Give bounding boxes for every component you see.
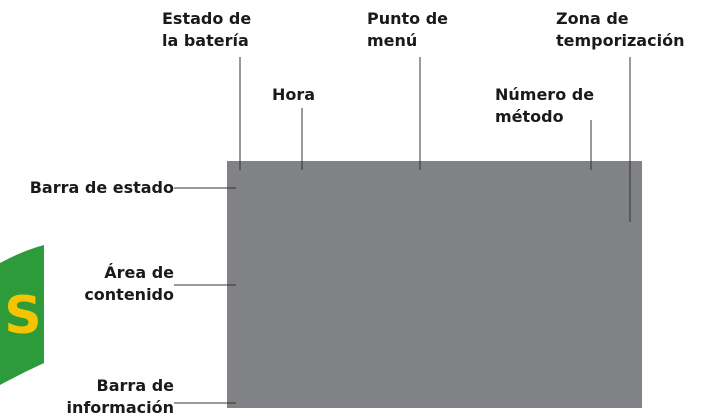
- brand-logo-icon: S: [0, 245, 44, 385]
- logo-glyph: S: [4, 286, 41, 346]
- label-method-number-line2: método: [495, 107, 564, 126]
- label-method-number-line1: Número de: [495, 85, 595, 104]
- label-method-number: Número de método: [495, 84, 594, 128]
- label-content-area: Área de contenido: [84, 262, 174, 306]
- label-battery-status: Estado de la batería: [162, 8, 251, 52]
- label-status-bar: Barra de estado: [30, 177, 174, 199]
- device-screen: [227, 161, 642, 408]
- label-timing-zone: Zona de temporización: [556, 8, 684, 52]
- label-battery-status-line1: Estado de: [162, 9, 252, 28]
- label-time: Hora: [272, 84, 315, 106]
- label-timing-zone-line1: Zona de: [556, 9, 629, 28]
- label-info-bar-line1: Barra de: [96, 376, 174, 395]
- label-menu-item: Punto de menú: [367, 8, 448, 52]
- label-content-area-line1: Área de: [104, 263, 174, 282]
- label-content-area-line2: contenido: [84, 285, 174, 304]
- label-info-bar-line2: información: [66, 398, 174, 417]
- label-battery-status-line2: la batería: [162, 31, 249, 50]
- label-info-bar: Barra de información: [66, 375, 174, 419]
- label-menu-item-line2: menú: [367, 31, 418, 50]
- label-time-text: Hora: [272, 85, 316, 104]
- label-timing-zone-line2: temporización: [556, 31, 685, 50]
- label-status-bar-text: Barra de estado: [29, 178, 174, 197]
- label-menu-item-line1: Punto de: [367, 9, 449, 28]
